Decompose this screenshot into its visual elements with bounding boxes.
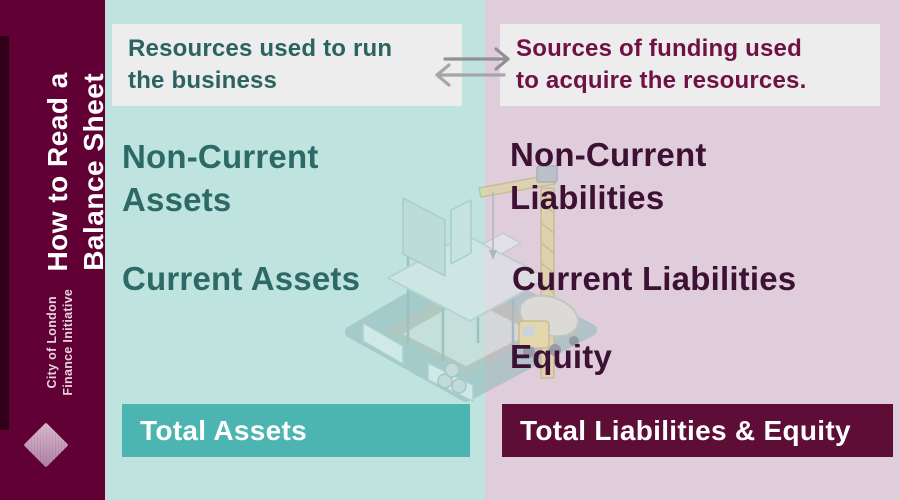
- total-liabilities-equity-banner: Total Liabilities & Equity: [502, 404, 893, 457]
- total-assets-banner: Total Assets: [122, 404, 470, 457]
- liabilities-header-box: Sources of funding used to acquire the r…: [500, 24, 880, 106]
- assets-header-box: Resources used to run the business: [112, 24, 462, 106]
- sidebar: How to Read a Balance Sheet City of Lond…: [0, 0, 109, 500]
- exchange-arrows-icon: [435, 47, 510, 87]
- assets-item-current: Current Assets: [122, 260, 361, 297]
- liabilities-item-non-current: Non-Current Liabilities: [510, 136, 707, 216]
- sidebar-edge-strip: [0, 36, 9, 430]
- construction-site-illustration: [345, 165, 597, 402]
- assets-panel: Resources used to run the business: [105, 0, 597, 500]
- liabilities-panel: Sources of funding used to acquire the r…: [485, 0, 900, 500]
- organization-name: City of London Finance Initiative: [44, 288, 75, 396]
- assets-item-non-current: Non-Current Assets: [122, 138, 319, 218]
- liabilities-item-current: Current Liabilities: [512, 260, 797, 297]
- liabilities-header-text: Sources of funding used to acquire the r…: [516, 35, 807, 94]
- assets-header-text: Resources used to run the business: [128, 35, 393, 94]
- liabilities-item-equity: Equity: [510, 338, 613, 375]
